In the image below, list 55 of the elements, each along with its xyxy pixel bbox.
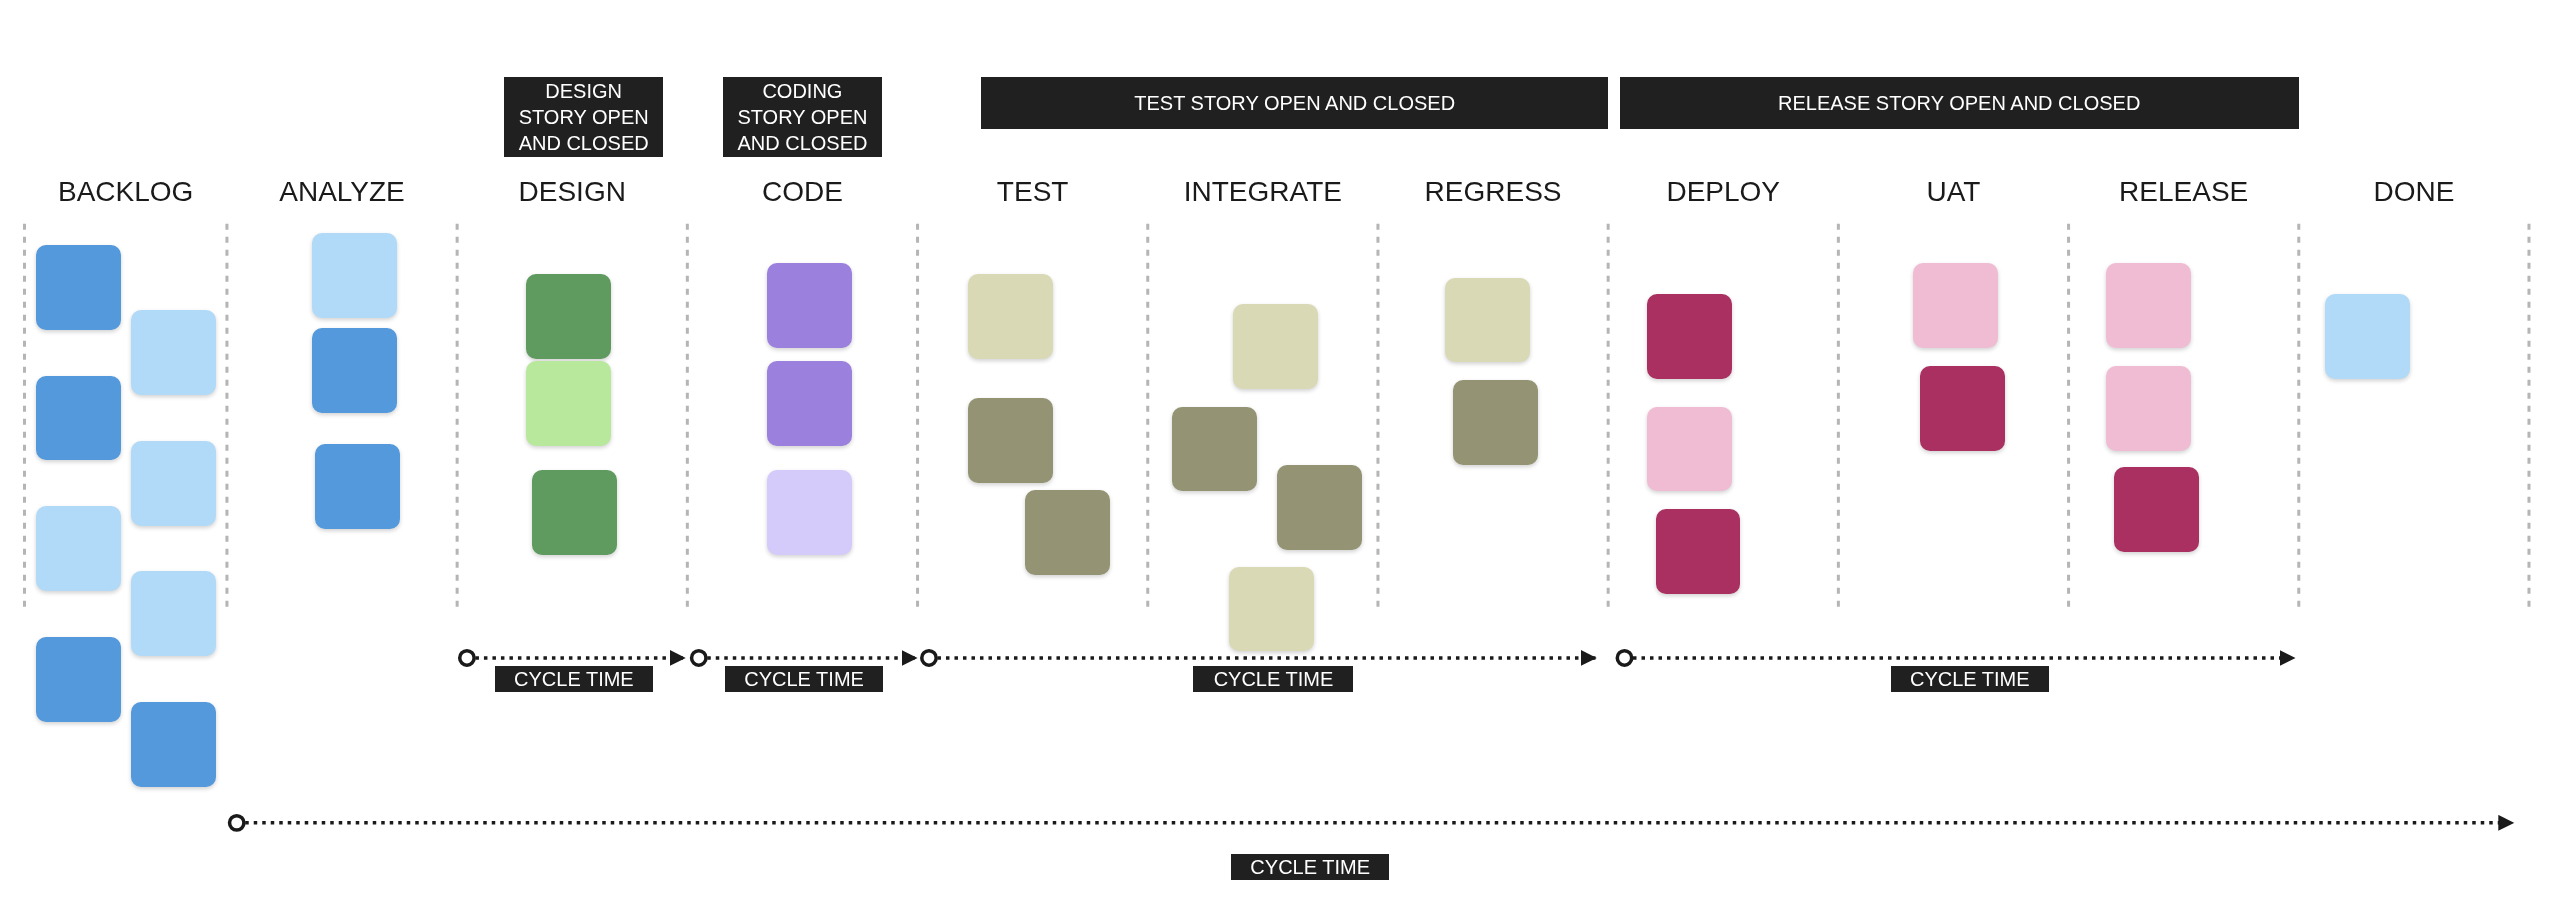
sticky-note: [130, 440, 216, 526]
cycle-time-label: CYCLE TIME: [1193, 666, 1354, 693]
column-heading: UAT: [1926, 176, 1981, 208]
sticky-note: [2114, 466, 2200, 552]
sticky-note: [1276, 465, 1362, 551]
column-heading: REGRESS: [1424, 176, 1562, 208]
sticky-note: [1647, 406, 1733, 492]
sticky-note: [767, 470, 853, 556]
sticky-note: [1647, 293, 1733, 379]
sticky-note: [1025, 489, 1111, 575]
sticky-note: [35, 636, 121, 722]
sticky-note: [2106, 262, 2191, 348]
sticky-note: [1913, 262, 1999, 348]
column-heading: CODE: [762, 176, 843, 208]
cycle-time-label: CYCLE TIME: [1231, 853, 1390, 880]
sticky-note: [130, 310, 216, 396]
sticky-note: [2324, 293, 2410, 379]
column-heading: ANALYZE: [279, 176, 405, 208]
sticky-note: [767, 360, 853, 446]
sticky-note: [130, 702, 216, 787]
sticky-note: [1655, 509, 1741, 595]
sticky-note: [311, 233, 397, 319]
sticky-note: [1232, 303, 1318, 389]
sticky-note: [35, 244, 121, 330]
sticky-note: [1172, 406, 1258, 492]
sticky-note: [1920, 365, 2005, 451]
sticky-note: [35, 375, 121, 461]
cycle-time-label: CYCLE TIME: [494, 666, 654, 693]
sticky-note: [315, 444, 400, 529]
sticky-note: [532, 470, 618, 556]
sticky-note: [1229, 566, 1315, 652]
story-banner: CODING STORY OPEN AND CLOSED: [723, 76, 882, 157]
sticky-note: [767, 262, 853, 348]
column-heading: DONE: [2373, 176, 2455, 208]
sticky-note: [968, 274, 1054, 360]
sticky-note: [525, 360, 611, 446]
column-heading: INTEGRATE: [1183, 176, 1342, 208]
sticky-note: [35, 506, 121, 591]
story-banner: RELEASE STORY OPEN AND CLOSED: [1619, 76, 2299, 129]
story-banner: TEST STORY OPEN AND CLOSED: [981, 76, 1609, 129]
sticky-note: [1444, 277, 1530, 363]
sticky-note: [525, 274, 611, 360]
sticky-note: [1453, 380, 1538, 466]
sticky-note: [2106, 365, 2191, 451]
column-heading: TEST: [996, 176, 1069, 208]
column-heading: DESIGN: [518, 176, 626, 208]
story-banner: DESIGN STORY OPEN AND CLOSED: [504, 76, 663, 157]
sticky-note: [130, 571, 216, 657]
cycle-time-label: CYCLE TIME: [1890, 666, 2049, 693]
column-heading: DEPLOY: [1666, 176, 1781, 208]
sticky-note: [968, 398, 1054, 484]
sticky-note: [311, 328, 397, 414]
cycle-time-label: CYCLE TIME: [724, 666, 884, 693]
column-heading: RELEASE: [2119, 176, 2249, 208]
column-heading: BACKLOG: [58, 176, 194, 208]
